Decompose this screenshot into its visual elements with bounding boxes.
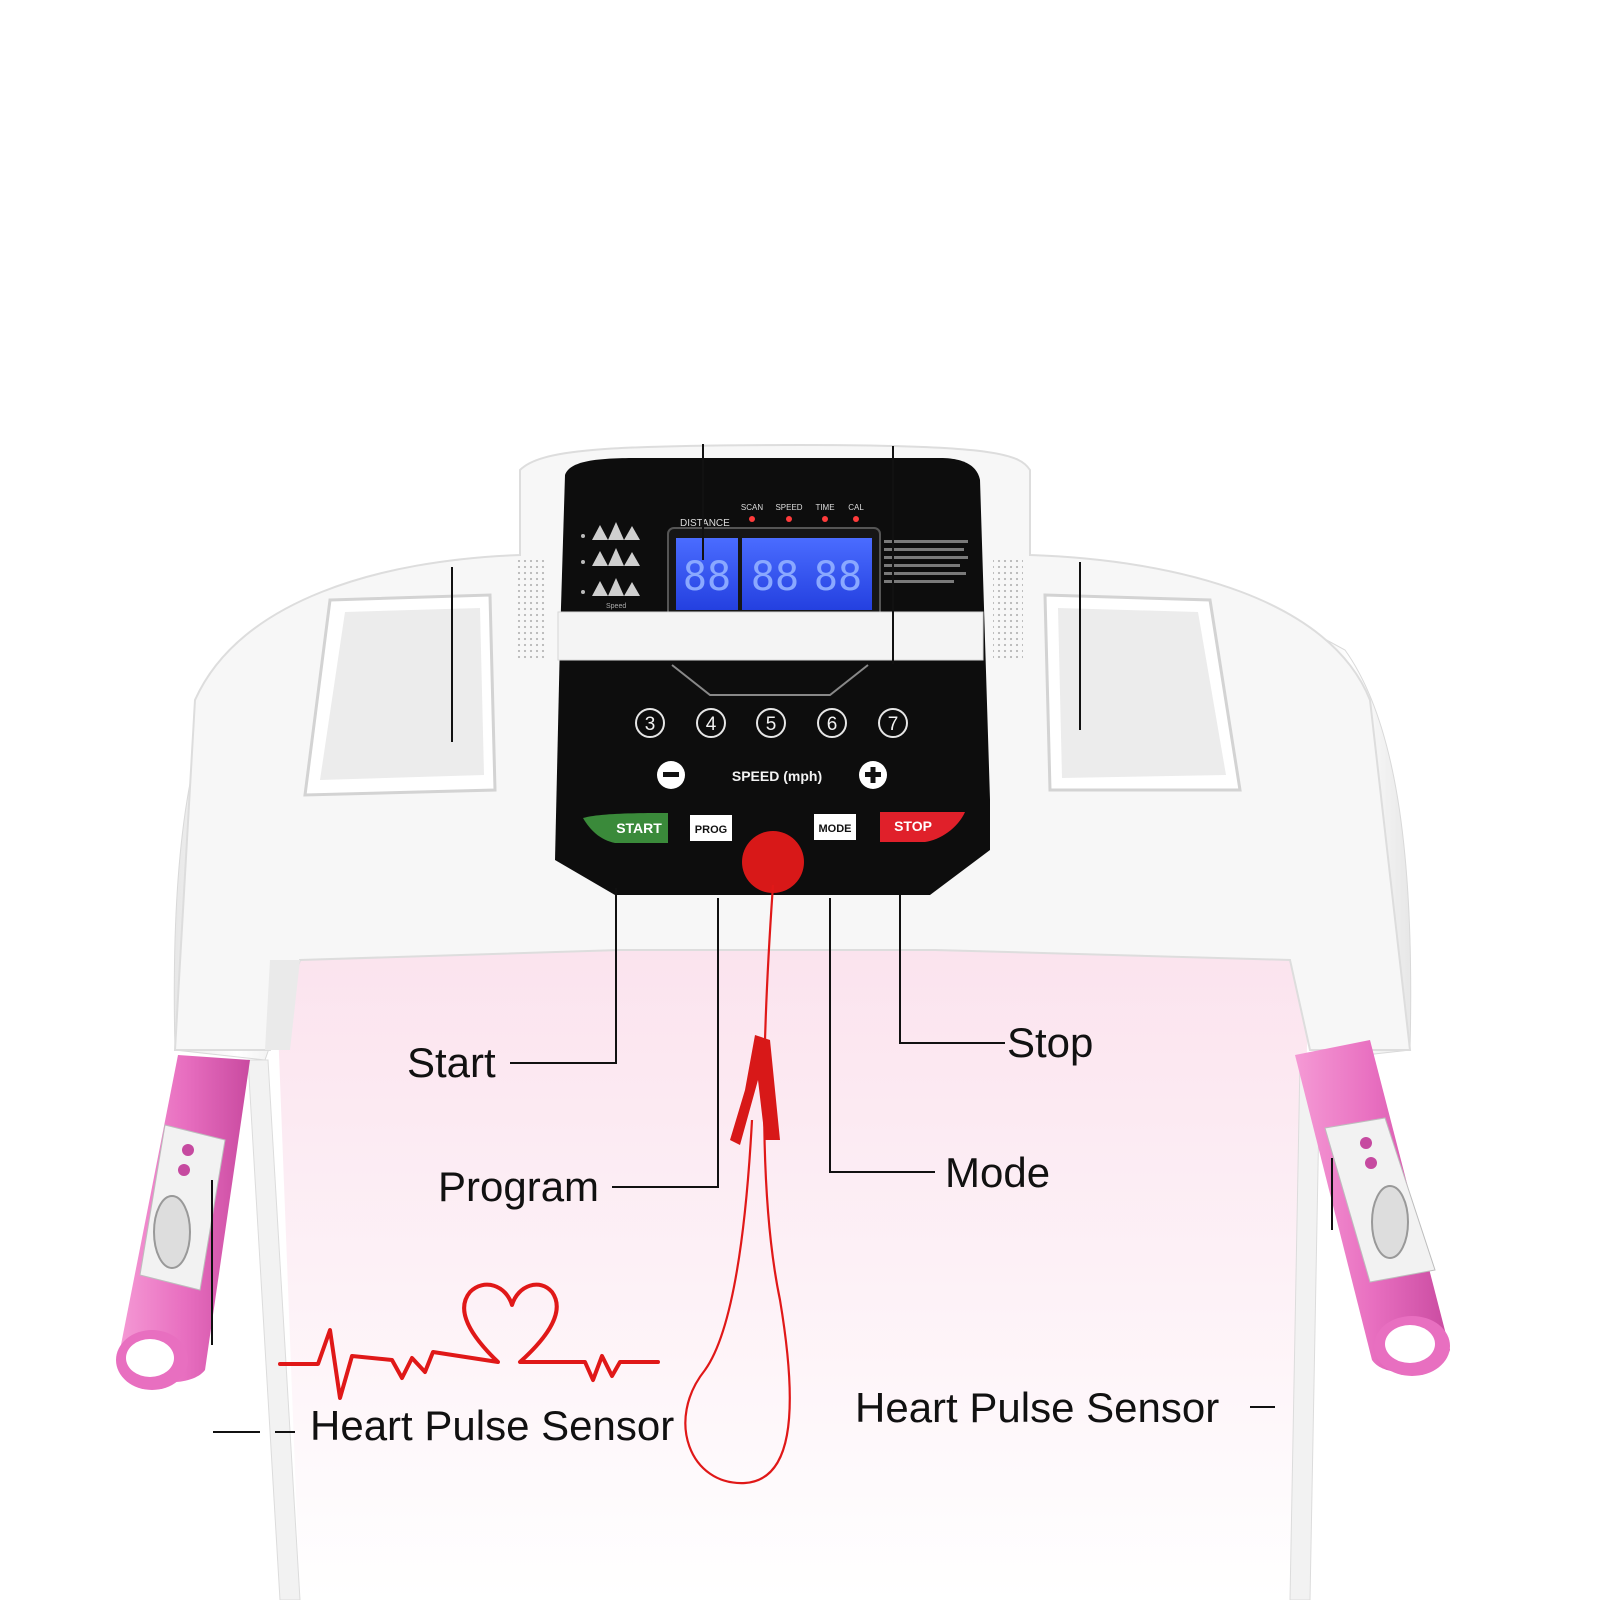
prog-button[interactable] xyxy=(690,815,732,841)
right-speaker-grille xyxy=(993,560,1023,660)
left-grip xyxy=(116,1055,250,1390)
prog-button-label: PROG xyxy=(695,824,727,836)
speed-preset-label: 7 xyxy=(888,714,899,735)
callout-pulse-left: Heart Pulse Sensor xyxy=(310,1402,675,1449)
safety-notice-text xyxy=(884,540,968,583)
start-button[interactable] xyxy=(583,813,668,843)
speed-preset-label: 4 xyxy=(706,714,717,735)
lcd-right xyxy=(742,538,872,610)
lcd-left xyxy=(676,538,738,610)
indicator-label-time: TIME xyxy=(815,503,834,512)
left-cup-holder xyxy=(303,593,497,797)
leader-lines xyxy=(211,444,1333,1433)
mode-button-label: MODE xyxy=(819,823,852,835)
lcd-readout-right: 88 xyxy=(814,554,862,600)
lcd-readout-mid: 88 xyxy=(751,554,799,600)
indicator-row: SCAN SPEED TIME CAL xyxy=(741,503,864,522)
console-trim xyxy=(671,664,869,696)
plus-icon xyxy=(865,767,881,783)
mode-button[interactable] xyxy=(814,814,856,840)
heartbeat-icon xyxy=(278,1282,660,1400)
safety-clip xyxy=(730,1035,780,1145)
lcd-readout-left: 88 xyxy=(683,554,731,600)
profile-caption: Speed xyxy=(606,603,626,610)
console-panel: 88 88 88 DISTANCE SCAN SPEED TIME CAL Speed… xyxy=(555,458,990,895)
callout-start: Start xyxy=(407,1039,496,1086)
indicator-led-speed xyxy=(786,516,792,522)
indicator-label-speed: SPEED xyxy=(775,503,802,512)
stop-button-label: STOP xyxy=(894,818,932,834)
speed-preset-button[interactable] xyxy=(696,708,726,738)
display-ledge xyxy=(557,611,984,661)
safety-key-cord xyxy=(684,884,791,1485)
speed-label: SPEED (mph) xyxy=(732,768,822,784)
indicator-led-scan xyxy=(749,516,755,522)
speed-preset-button[interactable] xyxy=(756,708,786,738)
callout-program: Program xyxy=(438,1163,600,1210)
indicator-label-cal: CAL xyxy=(848,503,864,512)
speed-preset-button[interactable] xyxy=(817,708,847,738)
start-button-label: START xyxy=(616,820,662,836)
indicator-label-scan: SCAN xyxy=(741,503,763,512)
speed-preset-label: 5 xyxy=(766,714,777,735)
callout-stop: Stop xyxy=(1007,1019,1094,1066)
callout-mode: Mode xyxy=(945,1149,1051,1196)
stop-button[interactable] xyxy=(880,812,965,842)
indicator-led-cal xyxy=(853,516,859,522)
distance-label: DISTANCE xyxy=(680,518,730,529)
safety-key[interactable] xyxy=(742,831,804,893)
profile-icons xyxy=(581,522,640,596)
speed-preset-button[interactable] xyxy=(635,708,665,738)
minus-icon xyxy=(663,772,679,777)
speed-preset-label: 6 xyxy=(827,714,838,735)
treadmill-deck xyxy=(275,950,1310,1600)
speed-preset-label: 3 xyxy=(645,714,656,735)
right-cup-holder xyxy=(1043,593,1242,792)
right-grip xyxy=(1295,1040,1450,1376)
left-speaker-grille xyxy=(515,560,545,660)
speed-preset-row: 3 4 5 6 7 xyxy=(635,708,908,738)
speed-preset-button[interactable] xyxy=(878,708,908,738)
indicator-led-time xyxy=(822,516,828,522)
callout-pulse-right: Heart Pulse Sensor xyxy=(855,1384,1220,1431)
